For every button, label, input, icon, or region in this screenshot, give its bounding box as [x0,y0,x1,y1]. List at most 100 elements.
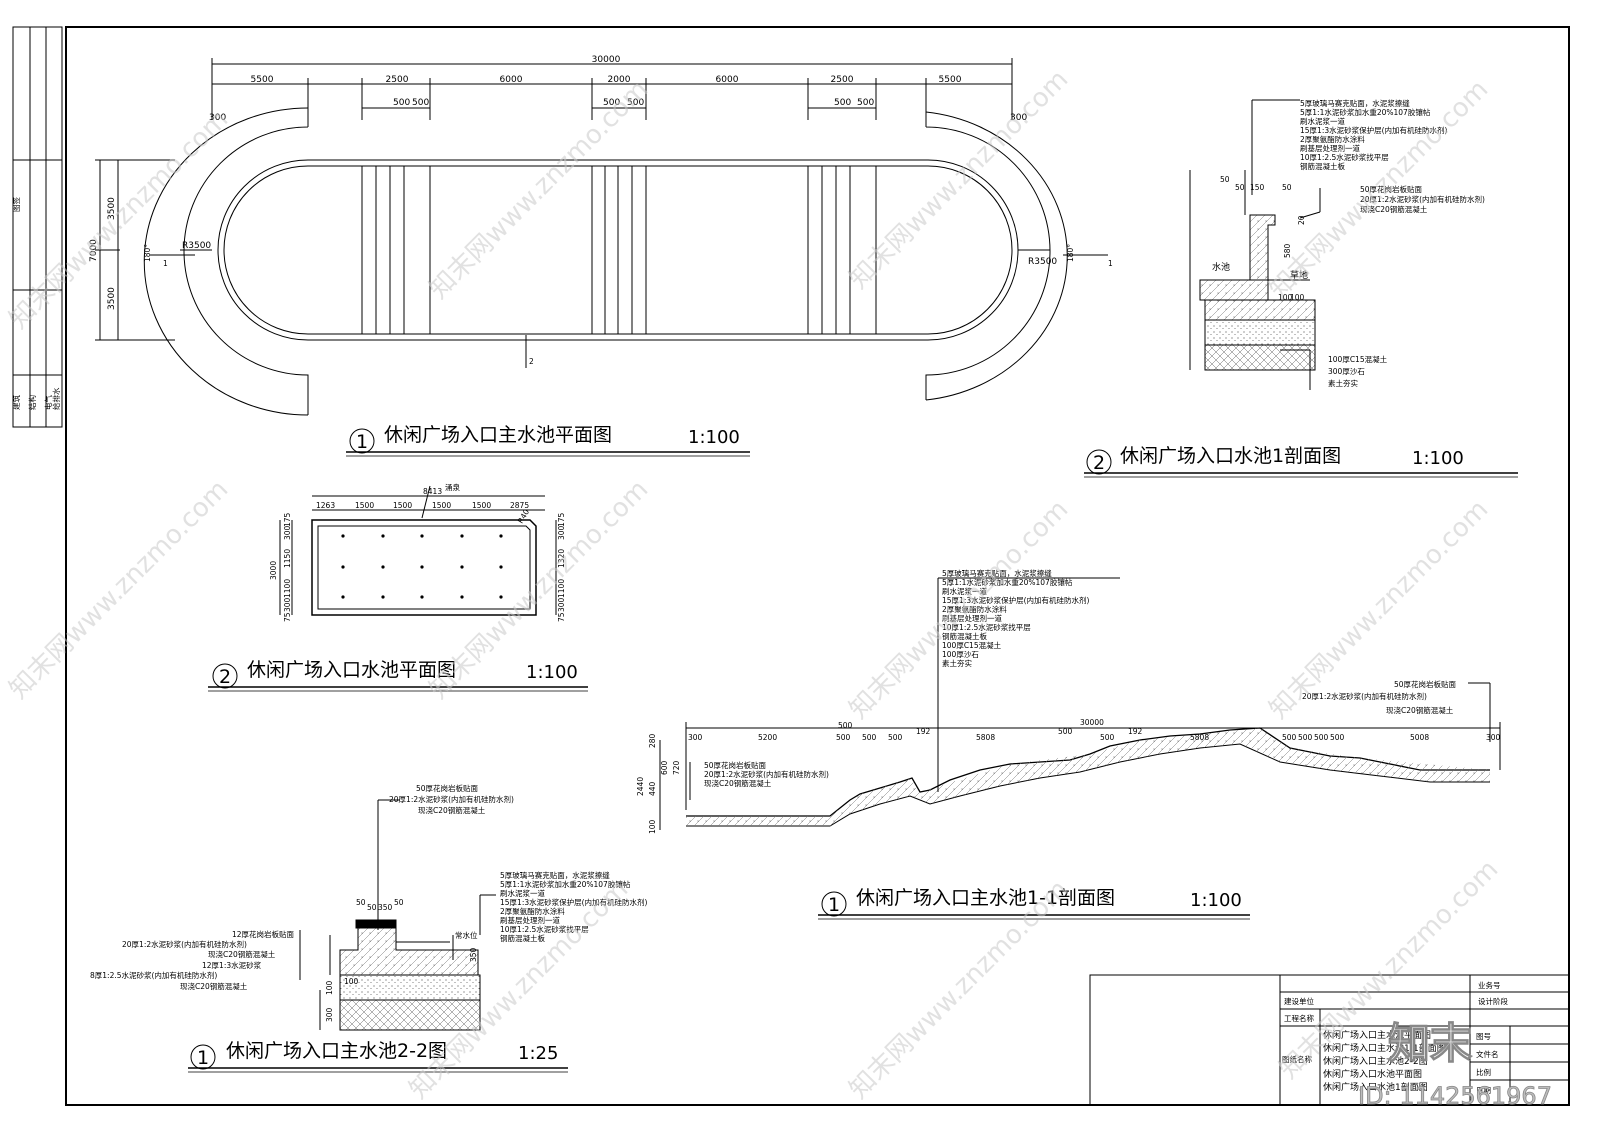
s2-layer-7: 10厚1:2.5水泥砂浆找平层 [1300,152,1389,162]
s22-right-2: 5厚1:1水泥砂浆加水重20%107胶镶帖 [500,879,631,889]
s11-layer-4: 15厚1:3水泥砂浆保护层(内加有机硅防水剂) [942,595,1090,605]
s11-dim-17: 5008 [1410,733,1429,742]
title-main-pool-plan: 1 休闲广场入口主水池平面图 1:100 [346,424,750,457]
title-block-text: 业务号 建设单位 设计阶段 工程名称 图纸名称 休闲广场入口主水池平面图 休闲广… [1282,980,1508,1095]
fountain-nozzle [381,534,385,538]
s2-layer-5: 2厚聚氨酯防水涂料 [1300,134,1365,144]
plan1-vert-half-bottom: 3500 [107,287,117,310]
plan2-right-3: 1320 [557,549,566,568]
watermark-id: ID: 1142561967 [1358,1082,1552,1110]
plan2-right-1: 175 [557,512,566,527]
fountain-nozzle [420,534,424,538]
tb-r1: 图号 [1476,1032,1491,1041]
plan1-seg-5: 6000 [716,75,739,85]
tb-row2-right: 设计阶段 [1478,996,1508,1006]
plan1-sub-3: 500 [603,98,620,108]
s11-dim-13: 500 [1282,733,1297,742]
plan1-seg-3: 6000 [500,75,523,85]
fountain-nozzle [499,595,503,599]
fountain-nozzle [420,565,424,569]
plan2-left-5: 300 [283,597,292,612]
plan2-left-total: 3000 [269,561,278,580]
plan2-top-6: 2875 [510,501,529,510]
title-2-scale: 1:100 [1412,448,1464,469]
title-small-pool-plan: 2 休闲广场入口水池平面图 1:100 [208,659,588,692]
tb-item-1: 休闲广场入口主水池平面图 [1323,1029,1431,1041]
s11-layer-8: 钢筋混凝土板 [942,631,987,641]
section22-notes: 50厚花岗岩板贴面 20厚1:2水泥砂浆(内加有机硅防水剂) 现浇C20钢筋混凝… [90,783,648,1022]
title-5-number: 1 [197,1047,209,1069]
plan1-angle-left: 180° [143,244,152,262]
s11-vert-4: 100 [648,819,657,834]
fountain-nozzle [499,565,503,569]
plan1-sub-6: 500 [857,98,874,108]
sidebar-label-4: 电气 [43,395,53,410]
s11-dim-11: 192 [1128,727,1143,736]
sheet-border [65,26,1570,1106]
tb-r4: 日期 [1476,1086,1491,1095]
fountain-nozzle [499,534,503,538]
plan1-seg-2: 2500 [386,75,409,85]
s11-right-1: 50厚花岗岩板贴面 [1394,679,1457,689]
s2-layer-8: 钢筋混凝土板 [1300,161,1345,171]
s11-layer-3: 刷水泥浆一道 [942,586,987,596]
s22-top-2: 20厚1:2水泥砂浆(内加有机硅防水剂) [389,794,514,804]
pool-section-2-notes: 5厚玻璃马赛克贴面，水泥浆擦缝 5厚1:1水泥砂浆加水重20%107胶镶帖 刷水… [1212,98,1485,388]
s22-right-6: 刷基层处理剂一道 [500,915,560,925]
plan2-right-6: 75 [557,612,566,622]
title-2-text: 休闲广场入口水池1剖面图 [1120,445,1341,467]
watermark-1: 知末网www.znzmo.com [4,104,235,335]
s11-dim-14: 500 [1298,733,1313,742]
s2-label-grass: 草地 [1290,269,1308,281]
s22-right-5: 2厚聚氨酯防水涂料 [500,906,565,916]
plan1-edge-left: 300 [209,113,226,123]
fountain-nozzle [341,534,345,538]
s11-dim-5: 500 [862,733,877,742]
fountain-nozzle [420,595,424,599]
s22-dim-4: 50 [394,898,404,907]
s22-left-2: 20厚1:2水泥砂浆(内加有机硅防水剂) [122,939,247,949]
watermark-logo: 知末 [1388,1019,1472,1068]
plan1-seg-4: 2000 [608,75,631,85]
s11-layer-6: 刷基层处理剂一道 [942,613,1002,623]
s2-dim-4: 50 [1282,183,1292,192]
s11-vert-2: 2440 [636,777,645,796]
s11-vert-5: 600 [660,760,669,775]
s11-vert-6: 720 [672,760,681,775]
plan2-top-2: 1500 [355,501,374,510]
s2-layer-3: 刷水泥浆一道 [1300,116,1345,126]
s2-dim-3: 150 [1250,183,1265,192]
s2-layer-2: 5厚1:1水泥砂浆加水重20%107胶镶帖 [1300,107,1431,117]
watermark-2: 知末网www.znzmo.com [424,74,655,305]
main-pool-section-2-2 [299,799,496,1031]
s11-layer-9: 100厚C15混凝土 [942,640,1002,650]
s11-layer-1: 5厚玻璃马赛克贴面，水泥浆擦缝 [942,568,1052,578]
s11-dim-3: 500 [838,721,853,730]
title-3-text: 休闲广场入口水池平面图 [247,659,456,681]
title-pool-section-2: 2 休闲广场入口水池1剖面图 1:100 [1084,445,1518,478]
small-pool-plan-text: 8413 涌泉 1263 1500 1500 1500 1500 2875 30… [269,482,566,622]
plan2-top-1: 1263 [316,501,335,510]
s11-dim-1: 300 [688,733,703,742]
title-2-number: 2 [1093,452,1105,474]
s22-dim-6: 100 [344,977,359,986]
plan1-edge-right: 300 [1010,113,1027,123]
plan2-left-2: 300 [283,525,292,540]
title-4-number: 1 [828,894,840,916]
s2-layer-6: 刷基层处理剂一道 [1300,143,1360,153]
s22-left-5: 8厚1:2.5水泥砂浆(内加有机硅防水剂) [90,970,217,980]
plan2-top-5: 1500 [472,501,491,510]
s11-dim-18: 300 [1486,733,1501,742]
s11-dim-16: 500 [1330,733,1345,742]
tb-item-4: 休闲广场入口水池平面图 [1323,1068,1422,1080]
left-sidebar: 图签 建筑 结构 电气 给排水 [11,26,63,428]
s11-dim-7: 192 [916,727,931,736]
sidebar-label-5: 给排水 [51,387,61,410]
title-5-text: 休闲广场入口主水池2-2图 [226,1040,447,1062]
fountain-nozzle [381,595,385,599]
plan1-sub-5: 500 [834,98,851,108]
s2-bottom-3: 素土夯实 [1328,378,1358,388]
plan1-seg-1: 5500 [251,75,274,85]
title-3-number: 2 [219,666,231,688]
